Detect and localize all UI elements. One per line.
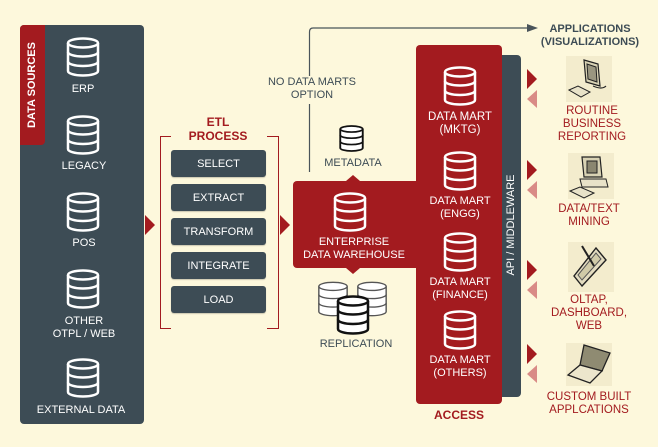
replication-database-icon xyxy=(355,281,389,317)
etl-bracket-left xyxy=(160,136,171,329)
database-icon xyxy=(442,232,478,272)
data-mart-line1: DATA MART xyxy=(428,111,492,123)
arrow-right-icon xyxy=(145,215,155,235)
api-middleware-label: API / MIDDLEWARE xyxy=(505,174,517,276)
database-icon xyxy=(65,269,101,309)
app-label-line: ROUTINE xyxy=(566,105,618,117)
data-mart-engg-label: DATA MART (ENGG) xyxy=(429,195,490,221)
app-label-line: WEB xyxy=(575,320,603,332)
app-label-line: CUSTOM BUILT xyxy=(546,391,632,403)
app-label-line: OLTAP, xyxy=(570,294,608,306)
arrow-right-icon xyxy=(527,160,537,180)
app-label-data-text-mining: DATA/TEXT MINING xyxy=(558,203,620,229)
etl-title: ETL PROCESS xyxy=(189,115,248,143)
no-data-marts-line2: OPTION xyxy=(290,89,334,101)
database-icon xyxy=(65,115,101,155)
database-icon xyxy=(442,66,478,106)
computer-icon xyxy=(566,56,612,102)
replication-label: REPLICATION xyxy=(319,338,393,350)
data-sources-tab xyxy=(20,25,45,145)
app-label-line: BUSINESS xyxy=(562,118,622,130)
source-label-external-data: EXTERNAL DATA xyxy=(36,404,126,416)
app-label-custom-built: CUSTOM BUILT APPLCATIONS xyxy=(547,391,632,417)
applications-title: APPLICATIONS (VISUALIZATIONS) xyxy=(541,23,639,49)
database-icon xyxy=(65,358,101,398)
etl-step-integrate: INTEGRATE xyxy=(171,252,266,279)
no-data-marts-label: NO DATA MARTS OPTION xyxy=(268,76,356,102)
etl-title-line2: PROCESS xyxy=(188,129,248,143)
data-mart-others-label: DATA MART (OTHERS) xyxy=(429,354,490,380)
database-icon xyxy=(442,310,478,350)
edw-label: ENTERPRISE DATA WAREHOUSE xyxy=(303,236,405,262)
data-mart-line2: (MKTG) xyxy=(439,124,481,136)
database-icon xyxy=(65,192,101,232)
data-mart-line1: DATA MART xyxy=(429,195,491,207)
enterprise-data-warehouse-box xyxy=(293,181,423,268)
app-label-oltap-dashboard-web: OLTAP, DASHBOARD, WEB xyxy=(551,294,627,333)
arrow-right-icon xyxy=(280,215,290,235)
applications-title-line2: (VISUALIZATIONS) xyxy=(540,36,640,48)
arrow-right-icon xyxy=(527,260,537,280)
etl-bracket-right xyxy=(267,136,279,329)
replication-database-icon xyxy=(335,295,371,335)
edw-line2: DATA WAREHOUSE xyxy=(303,249,405,261)
arrow-left-icon xyxy=(527,281,537,299)
app-label-line: APPLCATIONS xyxy=(549,404,629,416)
metadata-label: METADATA xyxy=(324,157,382,169)
tablet-pen-icon xyxy=(568,242,614,292)
applications-title-line1: APPLICATIONS xyxy=(549,23,631,35)
metadata-database-icon xyxy=(338,125,365,152)
app-label-line: MINING xyxy=(568,216,610,228)
data-mart-mktg-label: DATA MART (MKTG) xyxy=(428,111,492,137)
etl-step-load: LOAD xyxy=(171,286,266,313)
etl-title-line1: ETL xyxy=(206,115,230,129)
source-label-pos: POS xyxy=(72,237,96,249)
data-mart-line1: DATA MART xyxy=(429,354,491,366)
data-mart-line1: DATA MART xyxy=(429,276,491,288)
access-label: ACCESS xyxy=(433,408,485,422)
edw-line1: ENTERPRISE xyxy=(318,236,390,248)
data-mart-line2: (OTHERS) xyxy=(433,367,487,379)
source-label-otpl-web: OTPL / WEB xyxy=(52,328,116,340)
etl-step-select: SELECT xyxy=(171,150,266,177)
arrow-left-icon xyxy=(527,90,537,108)
etl-step-transform: TRANSFORM xyxy=(171,218,266,245)
edw-notch-bottom xyxy=(346,268,360,274)
desktop-pc-icon xyxy=(568,153,614,199)
edw-database-icon xyxy=(332,192,368,232)
app-label-routine-reporting: ROUTINE BUSINESS REPORTING xyxy=(558,105,626,144)
database-icon xyxy=(65,37,101,77)
no-data-marts-line1: NO DATA MARTS xyxy=(267,76,357,88)
etl-step-extract: EXTRACT xyxy=(171,184,266,211)
arrow-left-icon xyxy=(527,181,537,199)
arrow-right-icon xyxy=(527,69,537,89)
laptop-icon xyxy=(566,343,612,386)
data-mart-finance-label: DATA MART (FINANCE) xyxy=(429,276,490,302)
source-label-erp: ERP xyxy=(71,83,95,95)
arrow-left-icon xyxy=(527,365,537,383)
app-label-line: DASHBOARD, xyxy=(550,307,628,319)
arrow-right-icon xyxy=(527,344,537,364)
app-label-line: REPORTING xyxy=(557,131,627,143)
app-label-line: DATA/TEXT xyxy=(558,203,620,215)
data-mart-line2: (FINANCE) xyxy=(432,289,488,301)
source-label-other: OTHER xyxy=(64,315,104,327)
edw-notch-top xyxy=(346,175,360,181)
database-icon xyxy=(442,151,478,191)
data-mart-line2: (ENGG) xyxy=(440,208,480,220)
source-label-legacy: LEGACY xyxy=(61,160,107,172)
